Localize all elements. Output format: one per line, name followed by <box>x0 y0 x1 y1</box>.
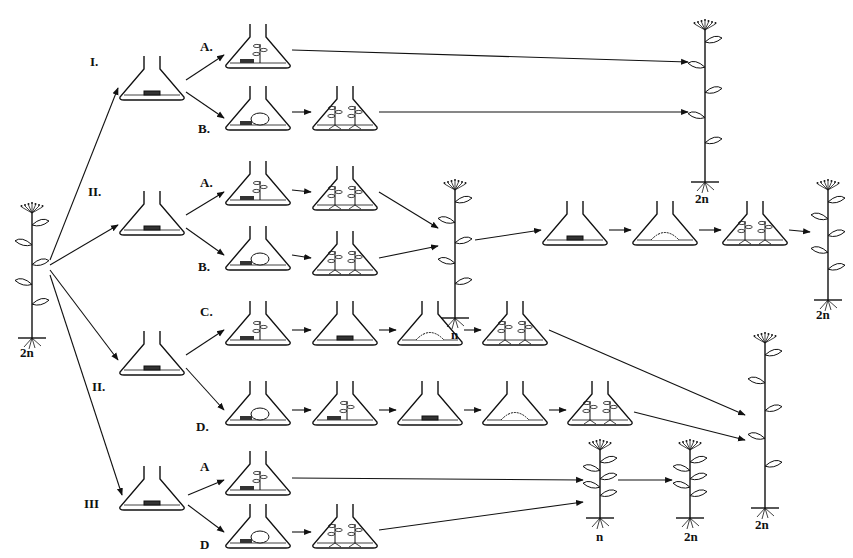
arrow <box>188 480 224 495</box>
arrow <box>292 255 311 258</box>
arrow <box>292 50 688 62</box>
arrow <box>609 229 631 230</box>
arrow <box>292 190 311 192</box>
figure-label: B. <box>198 260 210 273</box>
plant <box>748 332 782 519</box>
arrow <box>50 275 122 495</box>
figure-label: A. <box>200 176 213 189</box>
figure-label: A. <box>200 40 213 53</box>
culture-flask <box>313 504 377 548</box>
arrow <box>379 409 396 410</box>
culture-flask <box>568 381 632 425</box>
arrow <box>186 368 224 410</box>
figure-label: II. <box>88 185 101 198</box>
culture-flask <box>483 381 547 425</box>
plant <box>811 179 845 311</box>
culture-flask <box>226 451 290 495</box>
arrow <box>292 329 311 330</box>
plant <box>15 202 49 349</box>
figure-label: 2n <box>816 308 830 321</box>
culture-flask <box>313 301 377 345</box>
arrow <box>699 229 721 230</box>
plant <box>688 19 722 193</box>
arrow <box>549 409 566 410</box>
arrow <box>475 230 541 240</box>
arrow <box>292 409 311 410</box>
arrow <box>379 246 438 258</box>
culture-flask <box>120 56 184 100</box>
culture-flask <box>226 381 290 425</box>
arrow <box>186 330 224 355</box>
arrow <box>292 478 583 480</box>
arrow <box>50 225 118 265</box>
figure-label: n <box>596 530 603 543</box>
arrow <box>618 479 672 480</box>
figure-label: C. <box>200 305 213 318</box>
arrow <box>50 88 118 260</box>
arrow <box>188 505 224 532</box>
figure-label: 2n <box>684 530 698 543</box>
arrow <box>186 228 224 255</box>
culture-flask <box>226 504 290 548</box>
arrow <box>379 329 396 330</box>
arrow <box>464 329 481 330</box>
drawing <box>15 19 845 548</box>
culture-flask <box>723 201 787 245</box>
culture-flask <box>483 301 547 345</box>
plant <box>438 179 472 329</box>
arrow <box>186 92 224 118</box>
figure-label: n <box>451 328 458 341</box>
figure-label: I. <box>90 55 98 68</box>
culture-flask <box>633 201 697 245</box>
figure-label: 2n <box>695 192 709 205</box>
culture-flask <box>313 86 377 130</box>
figure-label: B. <box>198 122 210 135</box>
culture-flask <box>226 86 290 130</box>
culture-flask <box>226 226 290 270</box>
plant <box>673 439 707 529</box>
culture-flask <box>226 161 290 205</box>
arrow <box>789 230 810 232</box>
culture-flask <box>226 24 290 68</box>
plant <box>583 439 617 529</box>
culture-flask <box>120 331 184 375</box>
arrow <box>379 502 583 530</box>
arrow <box>464 409 481 410</box>
figure-label: A <box>200 460 209 473</box>
culture-flask <box>313 231 377 275</box>
arrow <box>379 192 438 228</box>
culture-flask <box>313 166 377 210</box>
culture-flask <box>120 191 184 235</box>
figure-label: 2n <box>755 518 769 531</box>
arrow <box>186 55 224 80</box>
culture-flask <box>226 301 290 345</box>
figure-label: III <box>84 497 99 510</box>
figure-label: II. <box>92 380 105 393</box>
culture-flask <box>398 381 462 425</box>
culture-flask <box>543 201 607 245</box>
figure-label: D <box>200 538 209 551</box>
culture-flask <box>313 381 377 425</box>
arrow <box>379 111 688 112</box>
arrow <box>50 270 118 360</box>
arrow <box>549 330 745 415</box>
arrow <box>186 192 224 215</box>
figure-label: 2n <box>20 346 34 359</box>
figure-label: D. <box>196 420 209 433</box>
culture-flask <box>120 466 184 510</box>
arrow <box>292 111 311 112</box>
culture-flask <box>398 301 462 345</box>
arrow <box>292 531 311 532</box>
arrow <box>634 412 745 440</box>
